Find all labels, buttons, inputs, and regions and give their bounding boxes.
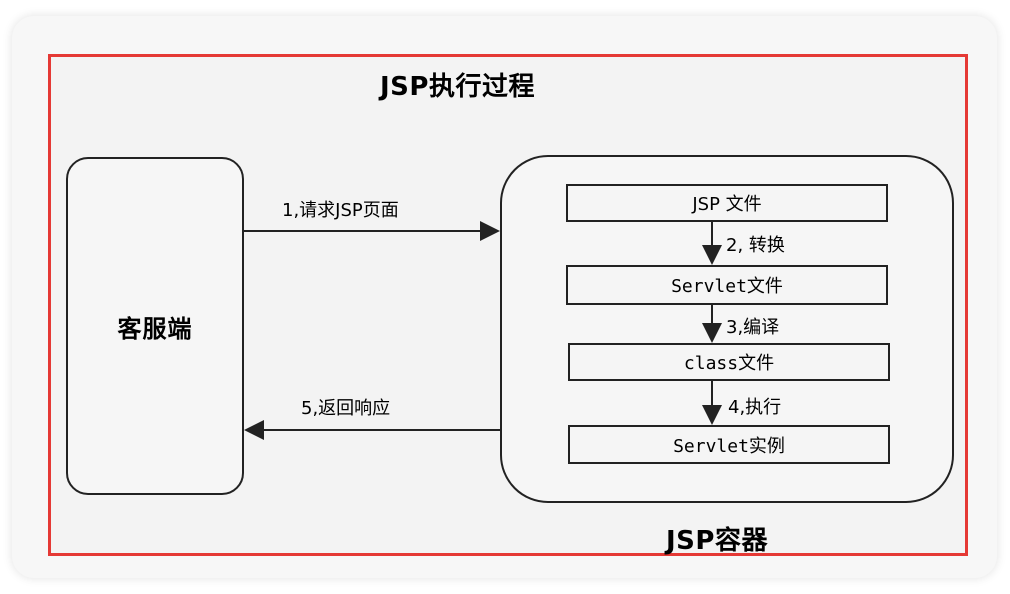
- client-node: 客服端: [66, 157, 244, 495]
- execute-edge-label: 4,执行: [728, 397, 782, 418]
- jsp-file-node: JSP 文件: [566, 184, 888, 222]
- compile-edge-label: 3,编译: [726, 317, 780, 338]
- class-file-label: class文件: [683, 353, 775, 374]
- servlet-instance-node: Servlet实例: [568, 425, 890, 464]
- servlet-instance-label: Servlet实例: [673, 435, 785, 457]
- response-edge-label: 5,返回响应: [301, 398, 391, 419]
- jsp-file-label: JSP 文件: [692, 194, 762, 215]
- servlet-file-node: Servlet文件: [566, 265, 888, 305]
- jsp-container-title: JSP容器: [666, 526, 768, 556]
- request-edge-label: 1,请求JSP页面: [282, 200, 399, 221]
- client-label: 客服端: [117, 314, 193, 343]
- diagram-title: JSP执行过程: [380, 72, 535, 102]
- servlet-file-label: Servlet文件: [671, 276, 783, 297]
- convert-edge-label: 2, 转换: [726, 235, 785, 256]
- class-file-node: class文件: [568, 343, 890, 381]
